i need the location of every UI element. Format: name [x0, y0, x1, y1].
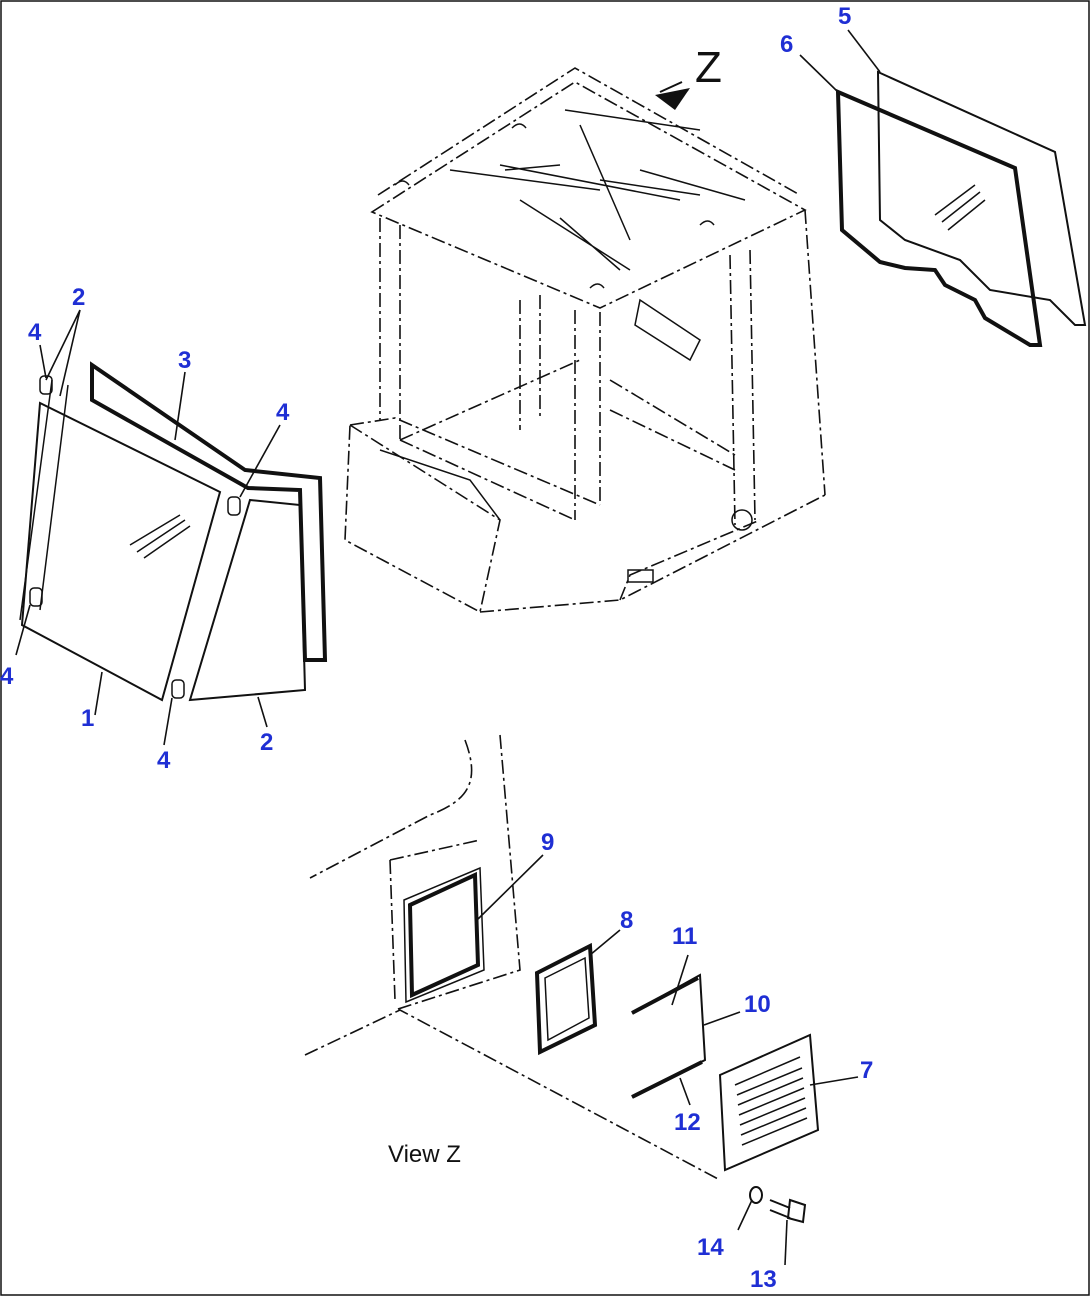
leader-lines — [15, 29, 881, 1266]
callout-labels: 5 6 2 4 3 4 4 1 4 2 9 8 11 10 7 12 14 13 — [0, 3, 873, 1293]
callout-3: 3 — [178, 347, 191, 374]
callout-2-upper: 2 — [72, 284, 85, 311]
callout-4-top-left: 4 — [28, 319, 42, 346]
view-z-detail — [304, 734, 820, 1224]
callout-5: 5 — [838, 3, 851, 30]
frame-gasket — [534, 942, 598, 1056]
view-marker-letter: Z — [695, 43, 722, 92]
seal-strip-upper — [631, 976, 699, 1015]
callout-4-bottom: 4 — [157, 747, 171, 774]
callout-13: 13 — [750, 1266, 777, 1293]
callout-7: 7 — [860, 1057, 873, 1084]
cab-assembly — [344, 67, 826, 614]
clip-icon — [29, 587, 43, 607]
callout-4-right: 4 — [276, 399, 290, 426]
callout-8: 8 — [620, 907, 633, 934]
side-glass — [20, 401, 222, 702]
callout-12: 12 — [674, 1109, 701, 1136]
glass-seal — [90, 361, 328, 662]
bolt-head-icon — [786, 1198, 807, 1224]
rear-glass — [876, 70, 1087, 326]
clip-icon — [227, 496, 241, 516]
opening-seal — [407, 871, 481, 999]
seal-strip-lower — [631, 1060, 703, 1099]
callout-9: 9 — [541, 829, 554, 856]
clip-icon — [171, 679, 185, 699]
rear-glass-seal — [835, 88, 1043, 347]
washer-icon — [749, 1186, 763, 1204]
view-z-marker: Z — [655, 43, 722, 110]
callout-11: 11 — [672, 923, 697, 950]
side-glass-assembly — [19, 361, 328, 702]
view-caption: View Z — [388, 1141, 461, 1168]
callout-10: 10 — [744, 991, 771, 1018]
louver-grille — [718, 1033, 820, 1172]
callout-6: 6 — [780, 31, 793, 58]
rear-glass-assembly — [835, 70, 1087, 347]
callout-1: 1 — [81, 705, 94, 732]
callout-2-lower: 2 — [260, 729, 273, 756]
callout-14: 14 — [697, 1234, 724, 1261]
side-panel — [188, 498, 307, 702]
bolt-shank-icon — [769, 1199, 791, 1219]
callout-4-bottom-left: 4 — [0, 663, 14, 690]
